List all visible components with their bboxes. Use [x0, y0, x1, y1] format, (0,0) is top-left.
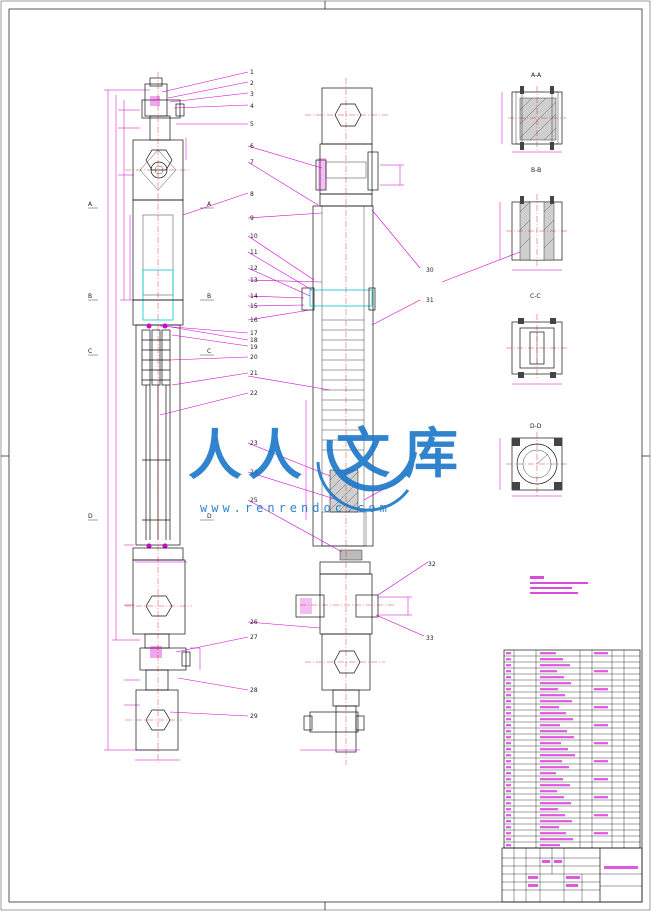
watermark-char-3: 文 [336, 421, 390, 485]
part-label-6: 6 [250, 143, 254, 150]
technical-notes [530, 576, 588, 594]
section-view-c-c: C-C [506, 293, 568, 385]
section-view-a-a: A-A [501, 72, 566, 153]
left-spring-coils [142, 339, 170, 521]
part-label-10: 10 [250, 233, 258, 240]
part-label-7: 7 [250, 159, 254, 166]
middle-leader-lines [247, 145, 521, 637]
watermark-logo: 人 人 文 库 www.renrendoc.com [188, 421, 458, 515]
part-label-28: 28 [250, 687, 258, 694]
part-label-21: 21 [250, 370, 258, 377]
part-label-8: 8 [250, 191, 254, 198]
part-label-19: 19 [250, 344, 258, 351]
part-label-13: 13 [250, 277, 258, 284]
part-label-15: 15 [250, 303, 258, 310]
watermark-swoosh-icon [326, 439, 417, 492]
title-block [501, 847, 643, 903]
part-label-1: 1 [250, 69, 254, 76]
part-label-27: 27 [250, 634, 258, 641]
cut-mark-a-left: A [88, 201, 93, 208]
cut-mark-b-left: B [88, 293, 92, 300]
part-label-4: 4 [250, 103, 254, 110]
part-label-20: 20 [250, 354, 258, 361]
part-label-9: 9 [250, 215, 254, 222]
left-dimension-lines [104, 89, 201, 761]
part-label-18: 18 [250, 337, 258, 344]
part-label-24: 24 [250, 469, 258, 476]
middle-dimension-lines [300, 164, 412, 751]
parts-list-table [503, 649, 641, 849]
watermark-char-1: 人 [188, 423, 242, 487]
watermark-char-4: 库 [404, 421, 458, 485]
part-label-5: 5 [250, 121, 254, 128]
section-title-b-b: B-B [531, 167, 541, 174]
part-label-31: 31 [426, 297, 434, 304]
section-title-a-a: A-A [531, 72, 542, 79]
section-view-b-b: B-B [499, 167, 568, 271]
left-leader-lines [159, 71, 249, 717]
part-label-33: 33 [426, 635, 434, 642]
part-label-30: 30 [426, 267, 434, 274]
part-label-26: 26 [250, 619, 258, 626]
cut-mark-d-left: D [88, 513, 93, 520]
watermark-url: www.renrendoc.com [200, 501, 391, 515]
left-spring-elements [141, 329, 171, 540]
cut-mark-b-right: B [207, 293, 211, 300]
cut-mark-a-right: A [207, 201, 212, 208]
cut-mark-d-right: D [207, 513, 212, 520]
left-cut-marks [88, 207, 214, 521]
part-label-12: 12 [250, 265, 258, 272]
cut-mark-c-right: C [207, 348, 211, 355]
part-labels: 1 2 3 4 5 6 7 8 9 10 11 12 13 14 15 16 1… [250, 69, 436, 720]
section-view-d-d: D-D [499, 423, 568, 497]
sheet-frame [8, 8, 643, 903]
part-label-22: 22 [250, 390, 258, 397]
watermark-char-2: 人 [248, 423, 302, 487]
section-title-d-d: D-D [530, 423, 542, 430]
left-elevation-view: A A B B C C D D [88, 72, 214, 765]
section-title-c-c: C-C [530, 293, 541, 300]
part-label-29: 29 [250, 713, 258, 720]
part-label-14: 14 [250, 293, 258, 300]
part-label-17: 17 [250, 330, 258, 337]
part-label-16: 16 [250, 317, 258, 324]
part-label-11: 11 [250, 249, 258, 256]
part-label-23: 23 [250, 440, 258, 447]
cut-mark-c-left: C [88, 348, 92, 355]
part-label-25: 25 [250, 497, 258, 504]
part-label-3: 3 [250, 91, 254, 98]
part-label-2: 2 [250, 80, 254, 87]
part-label-32: 32 [428, 561, 436, 568]
